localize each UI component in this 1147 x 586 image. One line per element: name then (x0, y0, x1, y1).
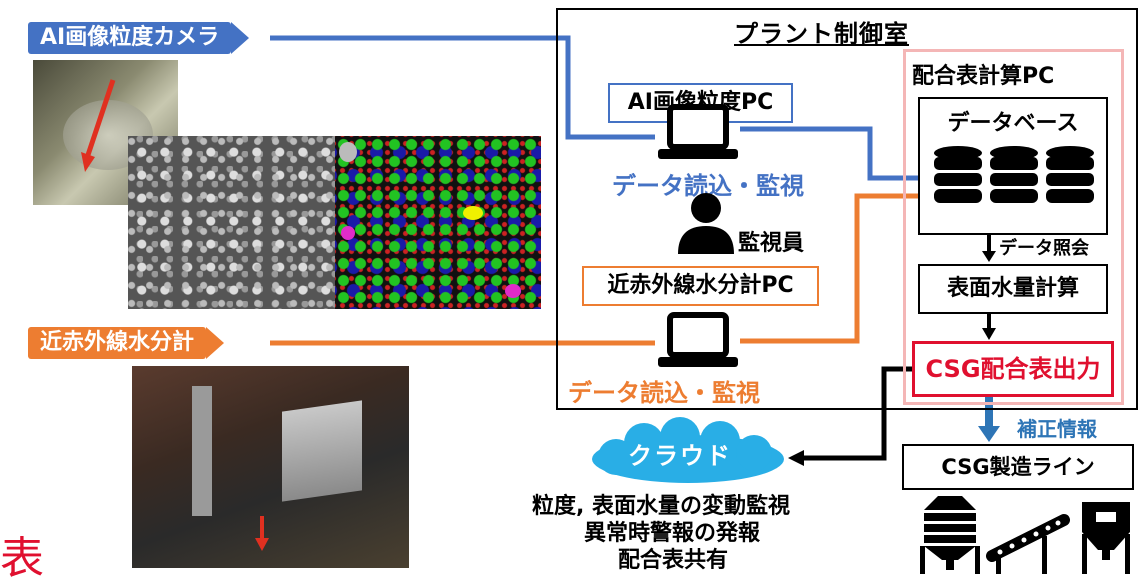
nir-meter-label: 近赤外線水分計 (28, 327, 225, 359)
silo-icon (920, 496, 980, 574)
cloud-note-share: 配合表共有 (618, 548, 729, 573)
database-icon (934, 146, 1094, 203)
ai-camera-label-text: AI画像粒度カメラ (40, 25, 220, 50)
stray-char: 表 (0, 533, 44, 584)
operator-label: 監視員 (738, 231, 805, 256)
aggregate-segmented-photo (335, 136, 541, 309)
correction-info-label: 補正情報 (1017, 417, 1097, 441)
laptop-icon (658, 104, 738, 159)
production-line-label: CSG製造ライン (941, 455, 1095, 479)
control-room-title: プラント制御室 (734, 20, 909, 48)
nir-pc-box: 近赤外線水分計PC (582, 266, 819, 306)
calc-pc-title: 配合表計算PC (912, 64, 1055, 89)
database-label: データベース (947, 111, 1079, 136)
aggregate-gray-photo (128, 136, 335, 309)
production-line-box: CSG製造ライン (902, 444, 1134, 490)
csg-output-label: CSG配合表出力 (925, 355, 1101, 383)
person-icon (678, 193, 734, 254)
laptop-icon (658, 312, 738, 367)
nir-meter-label-text: 近赤外線水分計 (40, 330, 195, 355)
nir-read-monitor-text: データ読込・監視 (568, 379, 760, 407)
ai-camera-label: AI画像粒度カメラ (28, 22, 250, 54)
cloud-note-monitoring: 粒度, 表面水量の変動監視 (532, 494, 791, 519)
control-room-box (556, 8, 1138, 410)
data-ref-label: データ照会 (999, 238, 1089, 259)
camera-photo (33, 60, 178, 205)
cloud-note-alarm: 異常時警報の発報 (584, 521, 761, 546)
csg-output-box: CSG配合表出力 (912, 341, 1114, 397)
surface-water-box: 表面水量計算 (918, 264, 1108, 314)
conveyor-icon (986, 514, 1070, 574)
nir-meter-photo (132, 366, 409, 568)
surface-water-label: 表面水量計算 (946, 276, 1079, 301)
nir-pc-label: 近赤外線水分計PC (607, 273, 794, 298)
ai-pc-box: AI画像粒度PC (608, 83, 793, 123)
hopper-icon (1082, 502, 1130, 574)
cloud-icon (592, 417, 784, 483)
cloud-label: クラウド (628, 442, 732, 470)
calc-pc-box (903, 49, 1124, 405)
